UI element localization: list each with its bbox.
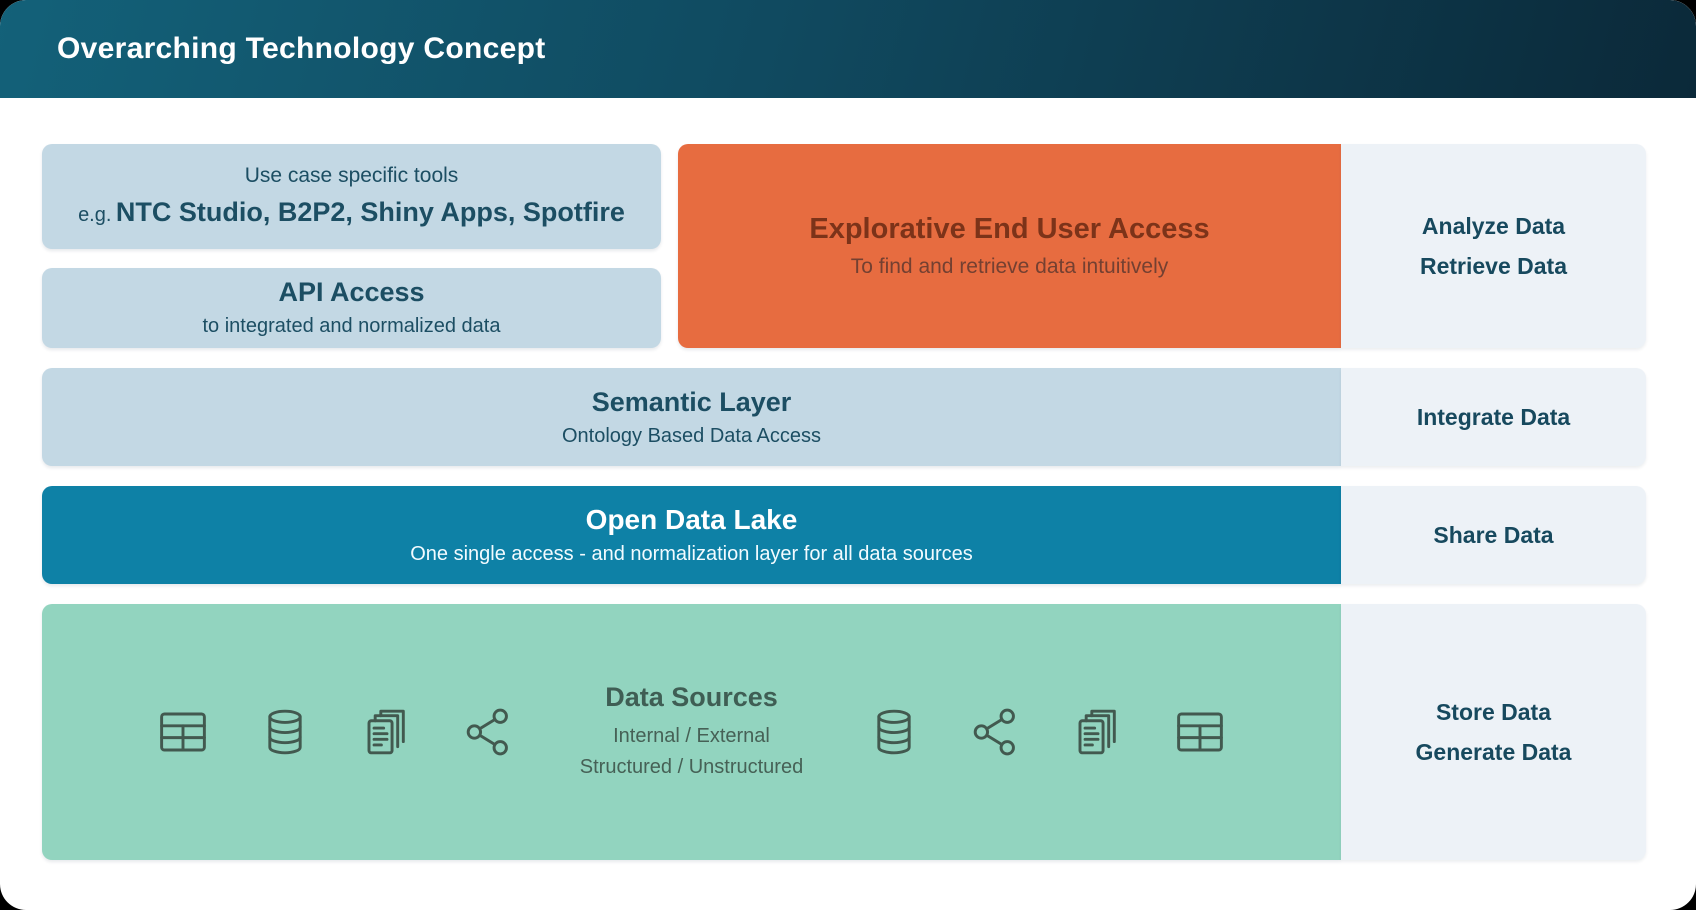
semantic-layer-subtitle: Ontology Based Data Access xyxy=(561,424,822,447)
use-case-tools-label: Use case specific tools xyxy=(244,164,459,188)
database-icon xyxy=(867,705,921,759)
row-end-user-access: Use case specific tools e.g. NTC Studio,… xyxy=(42,144,1646,348)
open-data-lake-title: Open Data Lake xyxy=(585,504,798,535)
diagram-content: Use case specific tools e.g. NTC Studio,… xyxy=(0,98,1696,860)
api-access-box: API Access to integrated and normalized … xyxy=(42,267,661,348)
panel-label-integrate-data: Integrate Data xyxy=(1416,403,1571,430)
explorative-access-box: Explorative End User Access To find and … xyxy=(678,144,1341,348)
panel-integrate: Integrate Data xyxy=(1341,368,1646,466)
database-icon xyxy=(258,705,312,759)
row-data-sources: Data Sources Internal / External Structu… xyxy=(42,604,1646,860)
data-sources-subtitle: Internal / External Structured / Unstruc… xyxy=(580,721,803,783)
use-case-tools-box: Use case specific tools e.g. NTC Studio,… xyxy=(42,144,661,249)
data-sources-text: Data Sources Internal / External Structu… xyxy=(580,682,803,783)
api-access-title: API Access xyxy=(278,277,425,308)
semantic-layer-title: Semantic Layer xyxy=(591,386,792,417)
share-icon xyxy=(462,705,516,759)
open-data-lake-box: Open Data Lake One single access - and n… xyxy=(42,486,1341,584)
data-sources-subtitle-line2: Structured / Unstructured xyxy=(579,755,804,778)
data-sources-box: Data Sources Internal / External Structu… xyxy=(42,604,1341,860)
explorative-access-title: Explorative End User Access xyxy=(809,213,1210,245)
tools-examples-text: NTC Studio, B2P2, Shiny Apps, Spotfire xyxy=(115,197,625,228)
row-open-data-lake: Open Data Lake One single access - and n… xyxy=(42,486,1646,584)
panel-label-analyze-data: Analyze Data xyxy=(1421,212,1566,239)
data-sources-subtitle-line1: Internal / External xyxy=(613,724,770,747)
row-semantic-layer: Semantic Layer Ontology Based Data Acces… xyxy=(42,368,1646,466)
panel-label-share-data: Share Data xyxy=(1433,521,1554,548)
panel-analyze-retrieve: Analyze Data Retrieve Data xyxy=(1341,144,1646,348)
panel-label-store-data: Store Data xyxy=(1435,698,1552,725)
table-icon xyxy=(156,705,210,759)
data-source-icons-left xyxy=(156,705,516,759)
panel-label-generate-data: Generate Data xyxy=(1415,739,1572,765)
open-data-lake-subtitle: One single access - and normalization la… xyxy=(410,543,973,565)
table-icon xyxy=(1173,705,1227,759)
header-bar: Overarching Technology Concept xyxy=(0,0,1696,98)
panel-label-retrieve-data: Retrieve Data xyxy=(1419,253,1568,279)
page-title: Overarching Technology Concept xyxy=(57,32,546,65)
api-access-subtitle: to integrated and normalized data xyxy=(202,315,501,338)
left-tools-column: Use case specific tools e.g. NTC Studio,… xyxy=(42,144,661,348)
explorative-access-subtitle: To find and retrieve data intuitively xyxy=(850,255,1169,278)
eg-prefix: e.g. xyxy=(78,204,112,227)
panel-share: Share Data xyxy=(1341,486,1646,584)
data-sources-title: Data Sources xyxy=(605,681,778,712)
panel-store-generate: Store Data Generate Data xyxy=(1341,604,1646,860)
semantic-layer-box: Semantic Layer Ontology Based Data Acces… xyxy=(42,368,1341,466)
use-case-tools-examples: e.g. NTC Studio, B2P2, Shiny Apps, Spotf… xyxy=(78,197,625,228)
documents-icon xyxy=(1071,705,1125,759)
share-icon xyxy=(969,705,1023,759)
documents-icon xyxy=(360,705,414,759)
data-source-icons-right xyxy=(867,705,1227,759)
